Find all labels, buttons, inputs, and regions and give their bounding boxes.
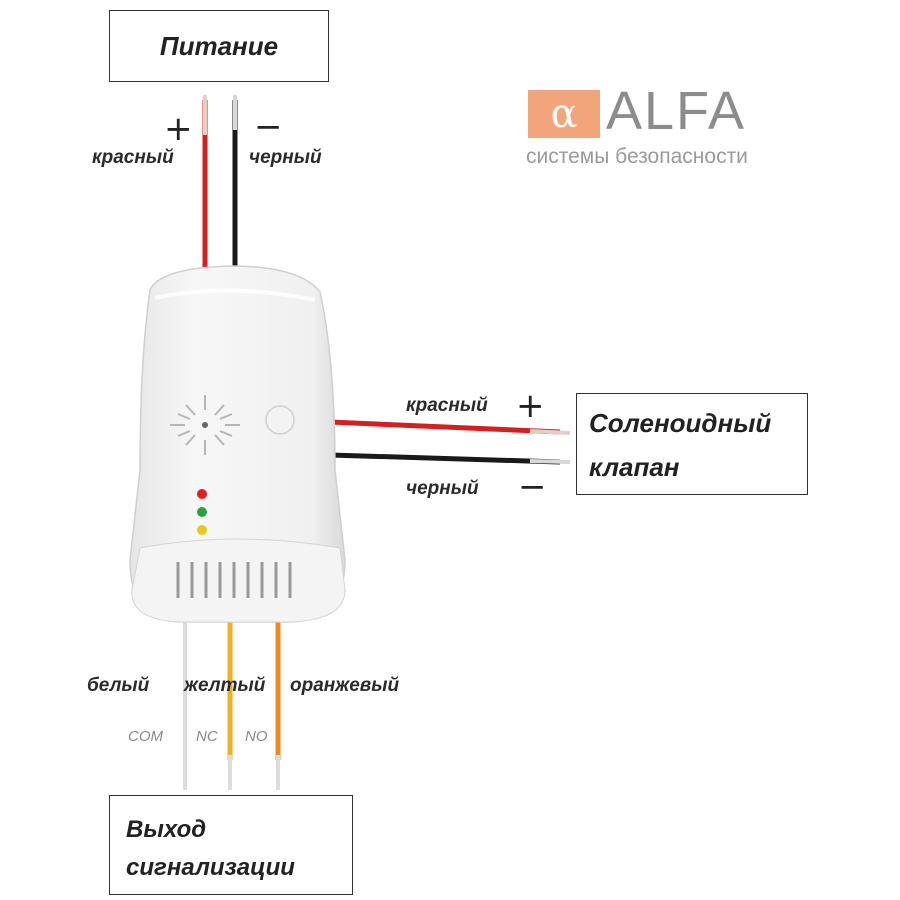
power-minus-sign: − <box>254 107 283 147</box>
test-button <box>265 405 295 435</box>
gas-detector-device <box>129 265 346 623</box>
output-white-label: белый <box>87 675 150 696</box>
alfa-logo-mark: α <box>528 90 600 138</box>
speaker-grille <box>170 395 240 455</box>
output-orange-label: оранжевый <box>290 675 400 696</box>
terminal-nc: NC <box>196 728 218 745</box>
output-yellow-label: желтый <box>184 675 266 696</box>
output-box: Выход сигнализации <box>109 795 353 895</box>
led-red <box>197 489 207 499</box>
valve-box: Соленоидный клапан <box>576 393 808 495</box>
output-title-line2: сигнализации <box>126 854 295 881</box>
valve-black-wire <box>329 452 561 465</box>
power-plus-sign: + <box>164 109 193 149</box>
valve-red-wire-tip <box>529 429 571 435</box>
vent-grille <box>176 562 292 598</box>
terminal-no: NO <box>245 728 268 745</box>
valve-title-line2: клапан <box>589 452 680 482</box>
power-title: Питание <box>159 31 279 61</box>
power-red-label: красный <box>92 147 174 168</box>
alfa-logo-name: ALFA <box>606 81 747 141</box>
terminal-com: COM <box>128 728 163 745</box>
valve-red-label: красный <box>406 395 488 416</box>
valve-minus-sign: − <box>518 467 547 507</box>
valve-black-label: черный <box>406 478 479 499</box>
led-green <box>197 507 207 517</box>
valve-black-wire-tip <box>529 459 571 464</box>
power-black-label: черный <box>249 147 322 168</box>
led-yellow <box>197 525 207 535</box>
power-box: Питание <box>109 10 329 82</box>
alfa-logo-tagline: системы безопасности <box>526 145 748 168</box>
valve-plus-sign: + <box>516 386 545 426</box>
output-title-line1: Выход <box>126 816 207 843</box>
valve-title-line1: Соленоидный <box>589 408 772 438</box>
valve-red-wire <box>329 419 561 435</box>
